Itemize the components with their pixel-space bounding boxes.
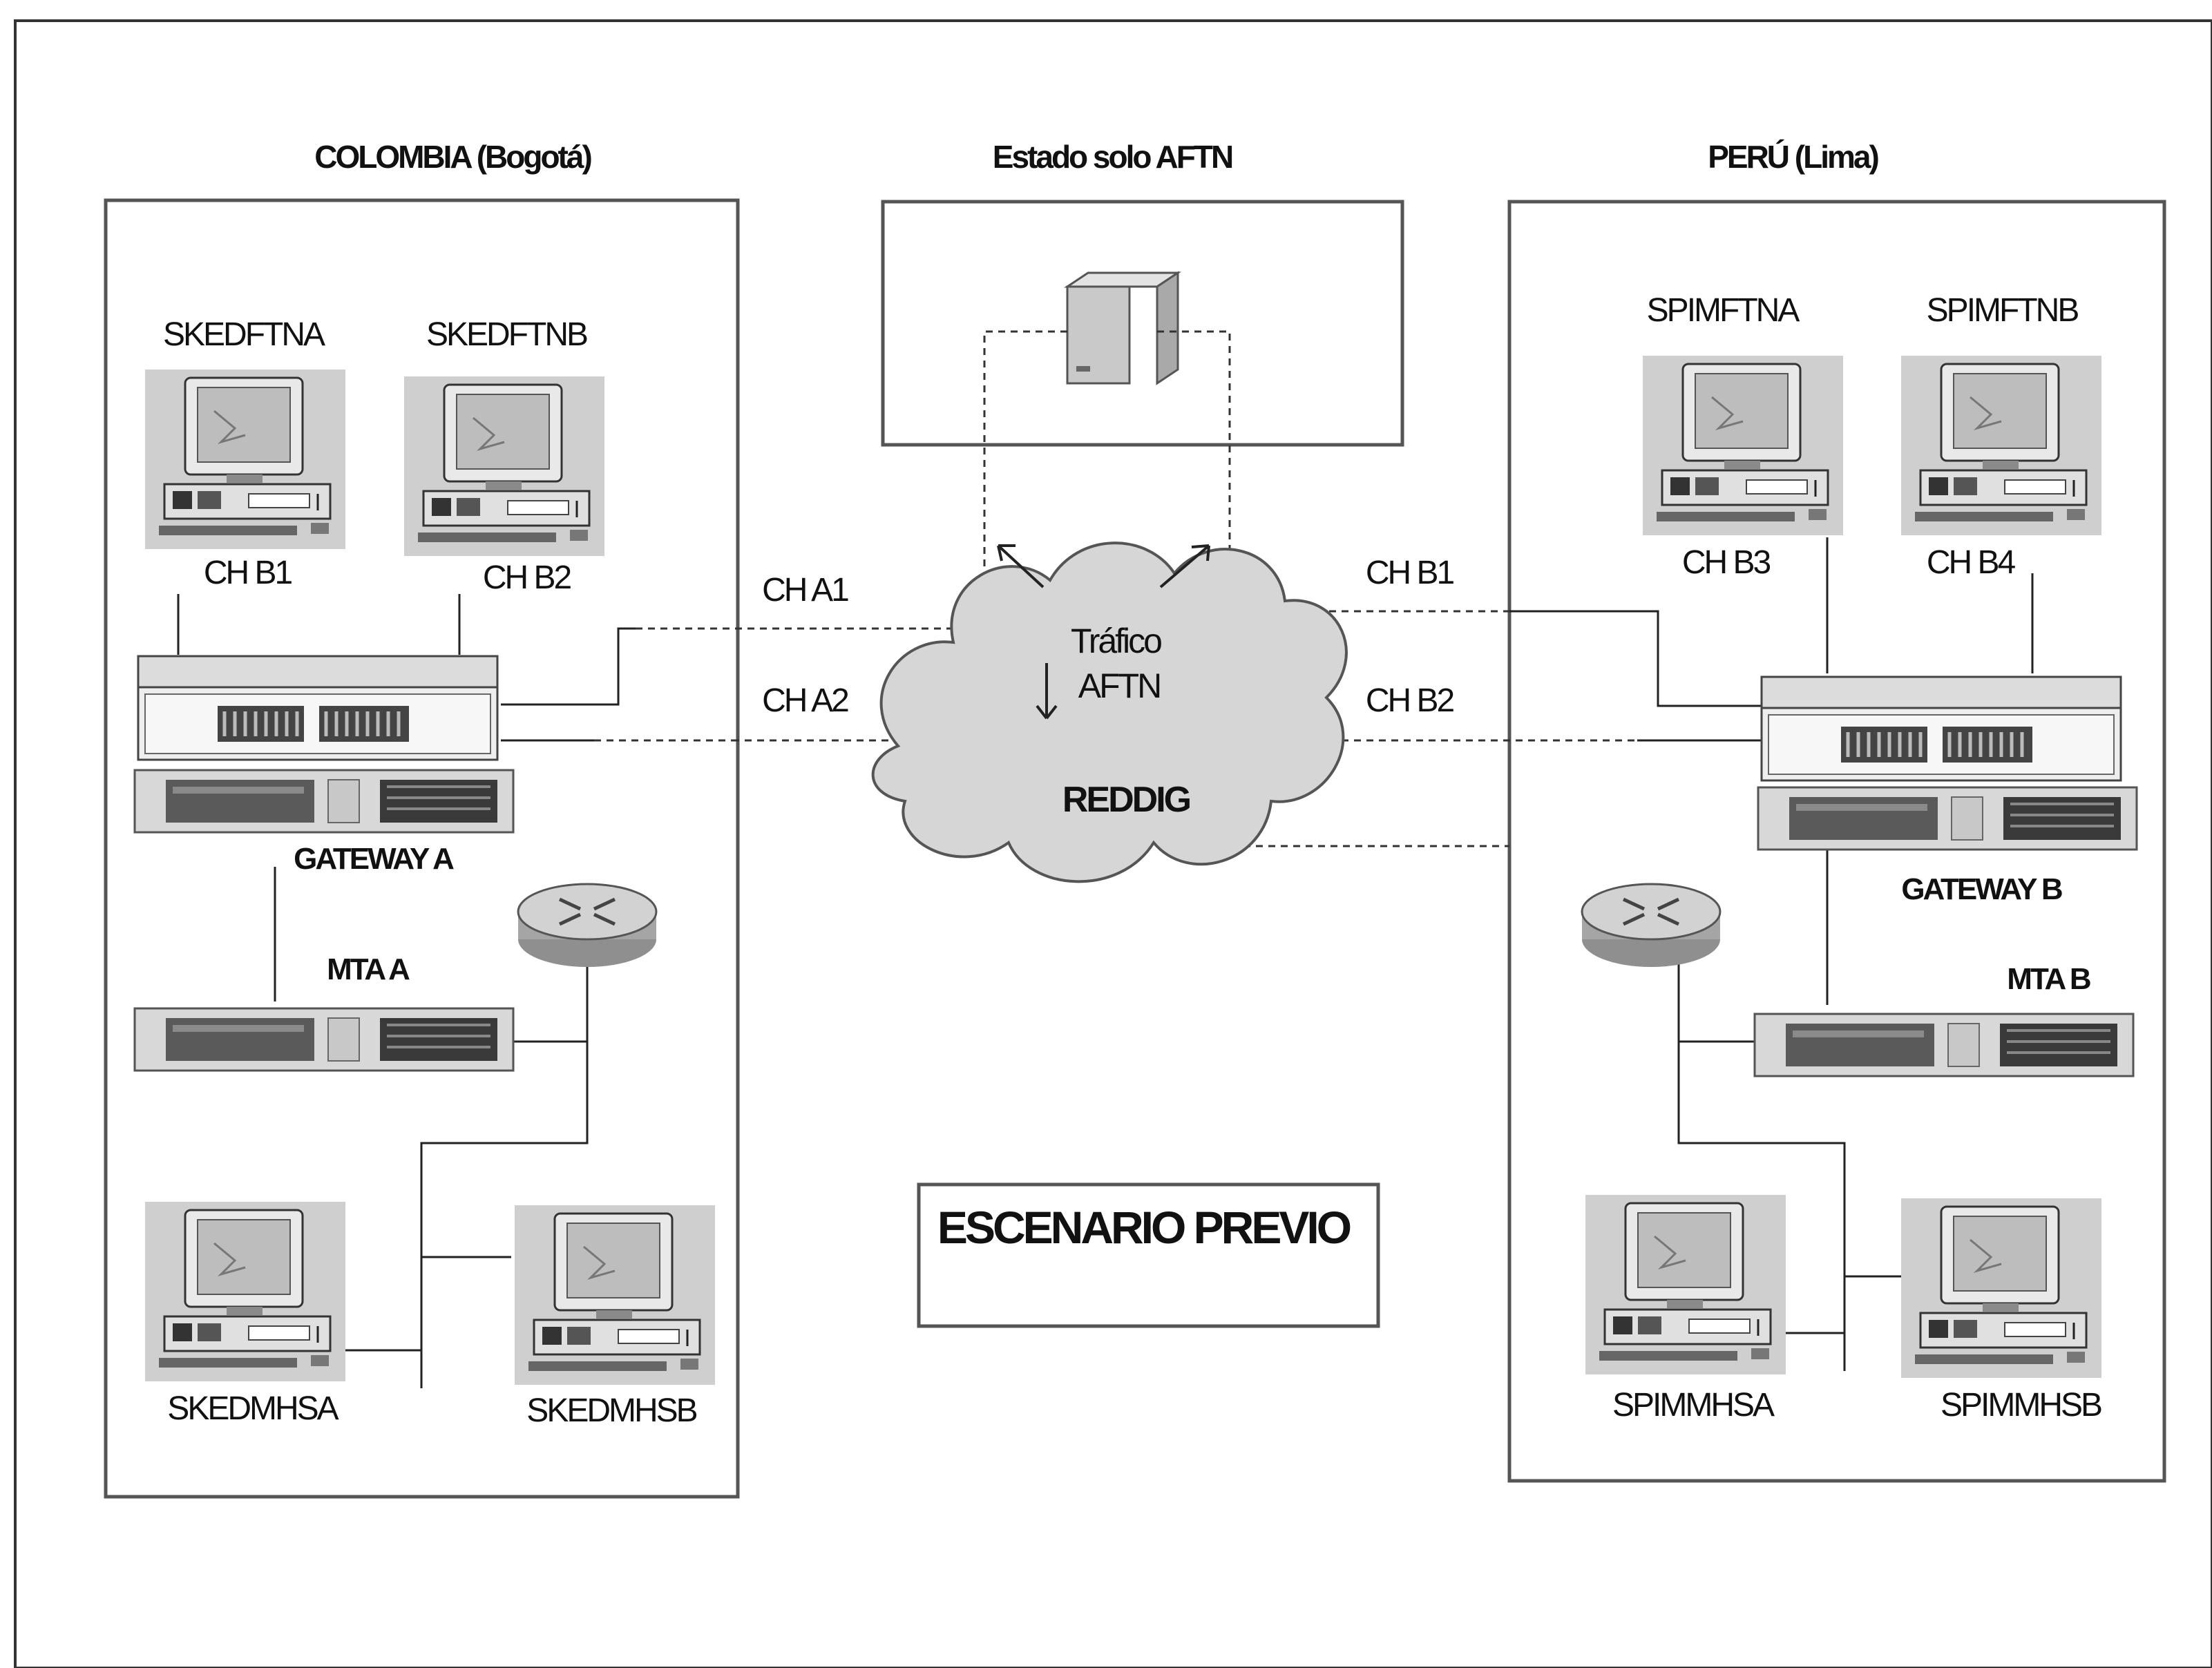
outer-frame — [14, 19, 2212, 1668]
colombia-chb2-label: CH B2 — [483, 559, 571, 596]
peru-mhsa-workstation-icon — [1584, 1194, 1787, 1376]
peru-mhsa-label: SPIMMHSA — [1612, 1387, 1775, 1423]
colombia-chb1-label: CH B1 — [204, 555, 292, 591]
colombia-ftna-workstation-icon — [144, 368, 347, 550]
peru-router-icon — [1582, 884, 1720, 967]
peru-ftnb-workstation-icon — [1900, 354, 2103, 537]
peru-panel — [1507, 200, 2166, 1483]
peru-gateway-server-icon — [1757, 786, 2138, 851]
reddig-cloud-icon — [871, 541, 1348, 883]
link-chb2-label: CH B2 — [1366, 682, 1454, 719]
scenario-box — [917, 1182, 1380, 1328]
colombia-mhsa-workstation-icon — [144, 1200, 347, 1383]
colombia-panel — [104, 198, 740, 1499]
traffic-arrows — [997, 544, 1210, 720]
peru-mta-label: MTA B — [2007, 962, 2090, 996]
link-cha1-label: CH A1 — [762, 572, 848, 608]
peru-mhsb-label: SPIMMHSB — [1941, 1387, 2101, 1423]
scenario-label: ESCENARIO PREVIO — [937, 1202, 1351, 1253]
colombia-gateway-server-icon — [133, 769, 515, 834]
colombia-mhsa-label: SKEDMHSA — [167, 1390, 339, 1427]
center-title: Estado solo AFTN — [993, 139, 1232, 175]
peru-ftna-label: SPIMFTNA — [1647, 292, 1800, 329]
peru-mhsb-workstation-icon — [1900, 1197, 2103, 1379]
colombia-router-icon — [518, 884, 656, 967]
colombia-mhsb-label: SKEDMHSB — [526, 1392, 696, 1429]
link-cha2-label: CH A2 — [762, 682, 848, 719]
colombia-mta-label: MTA A — [327, 952, 410, 986]
peru-mta-server-icon — [1753, 1013, 2135, 1077]
traffic-label-line1: Tráfico — [1071, 622, 1161, 660]
peru-gateway-label: GATEWAY B — [1901, 872, 2062, 906]
peru-chb3-label: CH B3 — [1682, 544, 1771, 581]
reddig-label: REDDIG — [1062, 780, 1190, 820]
peru-chb4-label: CH B4 — [1927, 544, 2016, 581]
colombia-ftna-label: SKEDFTNA — [163, 316, 325, 353]
center-panel — [881, 200, 1404, 447]
colombia-gateway-chassis-icon — [138, 656, 497, 760]
traffic-label-line2: AFTN — [1078, 667, 1161, 705]
link-chb1-label: CH B1 — [1366, 555, 1454, 591]
colombia-ftnb-label: SKEDFTNB — [426, 316, 587, 353]
colombia-ftnb-workstation-icon — [403, 375, 606, 557]
peru-ftnb-label: SPIMFTNB — [1927, 292, 2079, 329]
aftn-host-icon — [1064, 271, 1181, 385]
peru-title: PERÚ (Lima) — [1708, 139, 1878, 175]
colombia-title: COLOMBIA (Bogotá) — [314, 139, 591, 175]
colombia-gateway-label: GATEWAY A — [294, 842, 454, 876]
colombia-wiring — [177, 594, 636, 1388]
colombia-mhsb-workstation-icon — [513, 1204, 716, 1386]
peru-ftna-workstation-icon — [1641, 354, 1844, 537]
peru-gateway-chassis-icon — [1762, 677, 2121, 780]
colombia-mta-server-icon — [133, 1007, 515, 1072]
